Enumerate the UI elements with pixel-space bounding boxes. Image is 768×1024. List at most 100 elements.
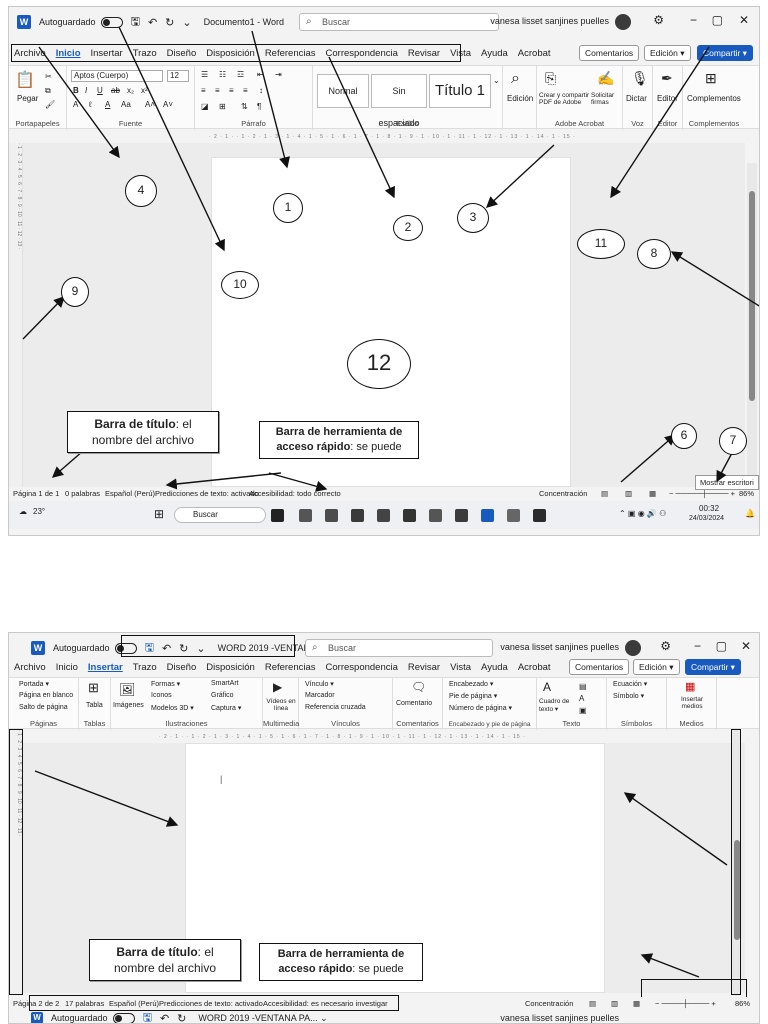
comments-button[interactable]: Comentarios <box>579 45 640 61</box>
addins-grid-icon[interactable]: ⊞ <box>705 70 717 86</box>
restore-button[interactable]: ▢ <box>715 639 727 653</box>
focus-mode-button[interactable]: Concentración <box>525 999 574 1008</box>
header-button[interactable]: Encabezado ▾ <box>449 681 494 688</box>
request-signatures-icon[interactable]: ✍ <box>597 70 615 86</box>
avatar[interactable] <box>615 14 631 30</box>
textbox-button[interactable]: Cuadro de texto ▾ <box>539 698 570 713</box>
wordart-icon[interactable]: A <box>579 694 585 703</box>
app-icon-1[interactable] <box>299 509 312 522</box>
zoom-level[interactable]: 86% <box>739 489 755 498</box>
tab-insertar[interactable]: Insertar <box>90 47 123 59</box>
screenshot-button[interactable]: Captura ▾ <box>211 705 242 712</box>
shrink-font-icon[interactable]: A˅ <box>163 100 174 109</box>
request-signatures-button[interactable]: Solicitar firmas <box>591 92 615 106</box>
textbox-icon[interactable]: A <box>543 680 552 694</box>
word-count[interactable]: 0 palabras <box>65 489 101 498</box>
chart-button[interactable]: Gráfico <box>211 692 234 699</box>
tab-revisar[interactable]: Revisar <box>407 47 441 59</box>
undo-icon[interactable]: ↶ <box>161 642 172 655</box>
superscript-icon[interactable]: x² <box>141 86 148 95</box>
comment-button[interactable]: Comentario <box>396 700 433 707</box>
tab-disposicion[interactable]: Disposición <box>206 661 255 673</box>
styles-scroll-icon[interactable]: ⌄ <box>493 76 500 85</box>
read-mode-icon[interactable]: ▤ <box>589 999 597 1008</box>
accessibility-status[interactable]: Accesibilidad: todo correcto <box>249 489 341 498</box>
task-view-icon[interactable] <box>271 509 284 522</box>
align-right-icon[interactable]: ≡ <box>229 86 234 95</box>
style-normal[interactable]: Normal <box>317 74 369 108</box>
change-case-icon[interactable]: Aa <box>121 100 131 109</box>
zoom-slider[interactable]: − ────┼──── + <box>655 999 716 1008</box>
search-box[interactable]: ⌕Buscar <box>299 13 499 31</box>
line-spacing-icon[interactable]: ↕ <box>259 86 263 95</box>
cover-page-button[interactable]: Portada ▾ <box>19 681 49 688</box>
autosave-toggle[interactable] <box>114 642 137 654</box>
close-button[interactable]: ✕ <box>738 13 749 27</box>
microphone-icon[interactable]: 🎙 <box>631 70 649 86</box>
tab-diseno[interactable]: Diseño <box>166 47 197 59</box>
addins-button[interactable]: Complementos <box>687 94 741 103</box>
tab-revisar[interactable]: Revisar <box>407 661 441 673</box>
create-pdf-icon[interactable]: ⎘ <box>545 70 557 86</box>
tab-trazo[interactable]: Trazo <box>132 661 157 673</box>
share-button[interactable]: Compartir ▾ <box>697 45 753 61</box>
grow-font-icon[interactable]: A˄ <box>145 100 156 109</box>
app-icon-6[interactable] <box>429 509 442 522</box>
avatar[interactable] <box>625 640 641 656</box>
vertical-scrollbar[interactable] <box>747 163 757 483</box>
drop-cap-icon[interactable]: ▣ <box>579 706 587 715</box>
cut-icon[interactable]: ✂ <box>45 72 52 81</box>
decrease-indent-icon[interactable]: ⇤ <box>257 70 264 79</box>
vertical-ruler[interactable]: · 1 · 2 · 3 · 4 · 5 · 6 · 7 · 8 · 9 · 10… <box>9 143 23 487</box>
redo-icon[interactable]: ↻ <box>177 1012 187 1024</box>
images-icon[interactable]: 🖼 <box>119 682 136 697</box>
shading-icon[interactable]: ◪ <box>201 102 209 111</box>
print-layout-icon[interactable]: ▥ <box>625 489 633 498</box>
restore-button[interactable]: ▢ <box>711 13 723 27</box>
strikethrough-icon[interactable]: ab <box>111 86 120 95</box>
tab-trazo[interactable]: Trazo <box>132 47 157 59</box>
horizontal-ruler[interactable]: · 2 · 1 · · 1 · 2 · 1 · 3 · 1 · 4 · 1 · … <box>9 131 759 143</box>
table-icon[interactable]: ⊞ <box>88 680 99 695</box>
tab-disposicion[interactable]: Disposición <box>206 47 255 59</box>
align-left-icon[interactable]: ≡ <box>201 86 206 95</box>
redo-icon[interactable]: ↻ <box>165 16 175 29</box>
vertical-scrollbar[interactable] <box>731 729 741 995</box>
show-marks-icon[interactable]: ¶ <box>257 102 262 111</box>
tab-inicio[interactable]: Inicio <box>55 661 78 673</box>
tab-diseno[interactable]: Diseño <box>166 661 197 673</box>
table-button[interactable]: Tabla <box>86 702 103 709</box>
paste-button[interactable]: Pegar <box>17 94 39 103</box>
text-predictions-status[interactable]: Predicciones de texto: activado <box>159 999 263 1008</box>
insert-media-icon[interactable]: ▦ <box>685 681 696 693</box>
scrollbar-thumb[interactable] <box>749 191 755 401</box>
insert-media-button[interactable]: Insertar medios <box>680 696 704 710</box>
text-effects-icon[interactable]: A <box>73 100 79 109</box>
comment-icon[interactable]: 🗨 <box>411 680 427 694</box>
footer-button[interactable]: Pie de página ▾ <box>449 693 498 700</box>
accessibility-status[interactable]: Accesibilidad: es necesario investigar <box>263 999 388 1008</box>
editing-button[interactable]: Edición <box>507 94 534 103</box>
shapes-button[interactable]: Formas ▾ <box>151 681 181 688</box>
editor-pen-icon[interactable]: ✒ <box>661 70 673 86</box>
tab-referencias[interactable]: Referencias <box>264 47 316 59</box>
search-box[interactable]: ⌕Buscar <box>305 639 493 657</box>
subscript-icon[interactable]: x₂ <box>127 86 135 95</box>
quick-parts-icon[interactable]: ▤ <box>579 682 587 691</box>
tray-icons[interactable]: ⌃ ▣ ◉ 🔊 ⚇ <box>619 509 667 518</box>
style-heading-1[interactable]: Título 1 <box>429 74 491 108</box>
save-icon[interactable]: 🖫 <box>130 15 140 28</box>
read-mode-icon[interactable]: ▤ <box>601 489 609 498</box>
windows-start-icon[interactable]: ⊞ <box>154 507 165 521</box>
dictate-button[interactable]: Dictar <box>626 94 647 103</box>
underline-icon[interactable]: U <box>97 86 103 95</box>
vertical-ruler[interactable]: · 1 · 2 · 3 · 4 · 5 · 6 · 7 · 8 · 9 · 10… <box>9 729 23 995</box>
focus-mode-button[interactable]: Concentración <box>539 489 588 498</box>
online-video-button[interactable]: Vídeos en línea <box>266 698 296 712</box>
page-break-button[interactable]: Salto de página <box>19 704 68 711</box>
increase-indent-icon[interactable]: ⇥ <box>275 70 282 79</box>
app-icon-8[interactable] <box>507 509 520 522</box>
images-button[interactable]: Imágenes <box>113 702 144 709</box>
copilot-icon[interactable]: ⚙ <box>660 639 671 653</box>
text-predictions-status[interactable]: Predicciones de texto: activado <box>155 489 259 498</box>
